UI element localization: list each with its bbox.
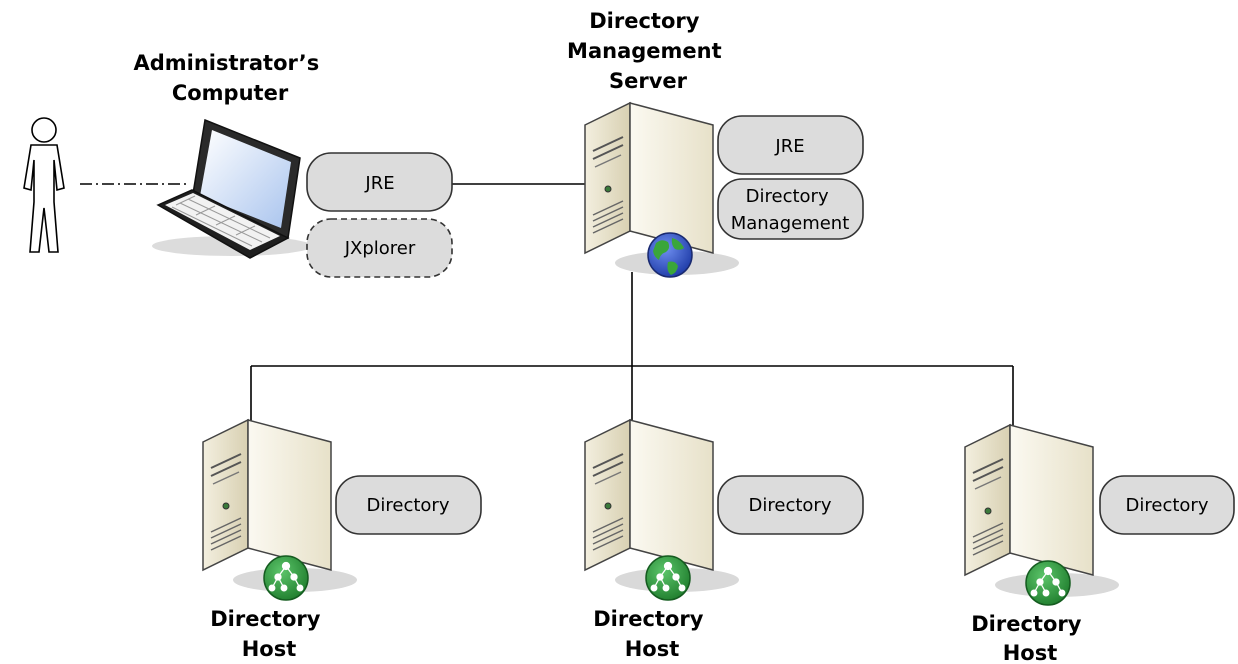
directory-badge-icon (263, 555, 309, 601)
globe-icon (647, 232, 693, 278)
person-icon (23, 117, 65, 253)
host-2-directory-component: Directory (717, 475, 864, 535)
laptop-jxplorer-component: JXplorer (306, 218, 453, 278)
host-3-directory-component: Directory (1099, 475, 1235, 535)
svg-text:Directory: Directory (367, 495, 450, 516)
svg-text:JXplorer: JXplorer (344, 238, 416, 259)
svg-text:JRE: JRE (774, 136, 804, 157)
mgmt-server-label: Directory Management Server (567, 9, 729, 93)
directory-badge-icon (645, 555, 691, 601)
svg-text:Directory: Directory (1126, 495, 1209, 516)
host-1-label: Directory Host (210, 607, 328, 661)
host-1-directory-component: Directory (335, 475, 482, 535)
host-2-label: Directory Host (593, 607, 711, 661)
server-jre-component: JRE (717, 115, 864, 175)
laptop-icon (152, 118, 312, 259)
svg-text:Directory: Directory (749, 495, 832, 516)
host-3-label: Directory Host (971, 612, 1089, 664)
admin-computer-label: Administrator’s Computer (133, 51, 326, 105)
svg-text:JRE: JRE (364, 173, 394, 194)
svg-text:Directory Management: Directory Management (731, 186, 850, 234)
server-directory-management-component: Directory Management (717, 178, 864, 240)
directory-badge-icon (1025, 560, 1071, 606)
laptop-jre-component: JRE (306, 152, 453, 212)
